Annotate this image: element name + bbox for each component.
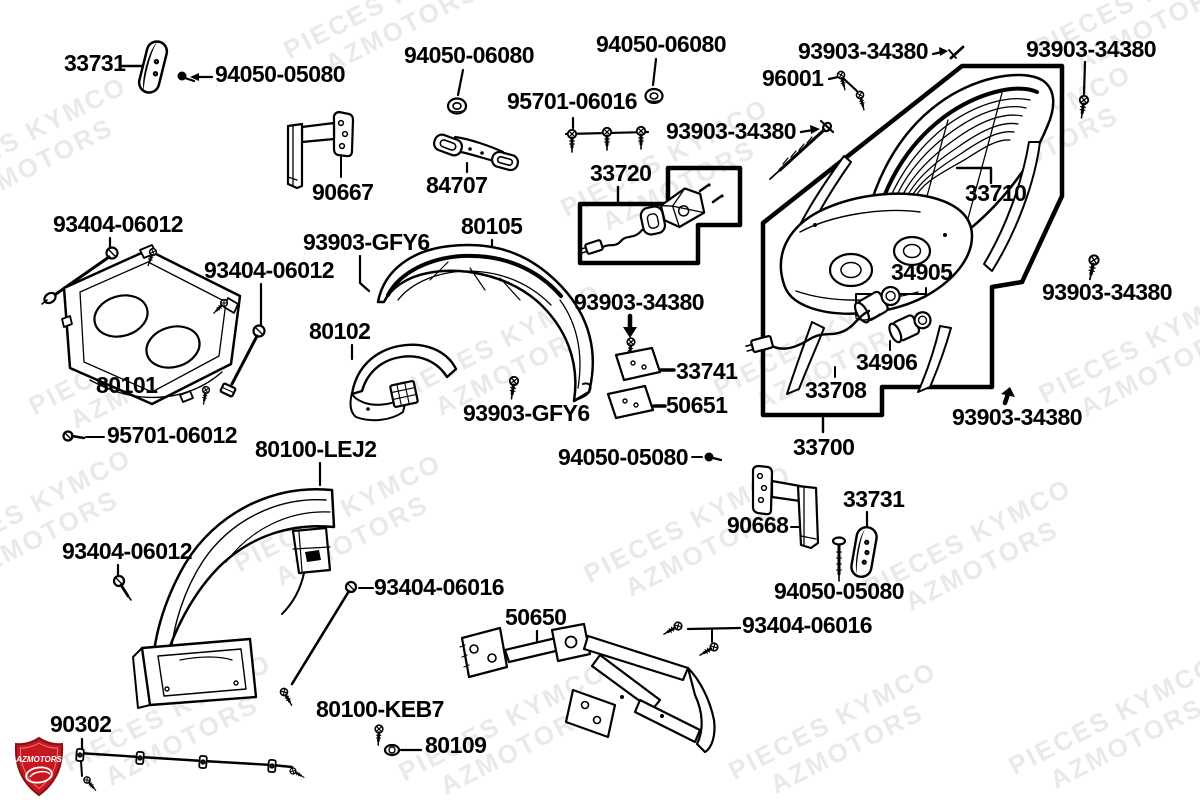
part-label-93903-34380-center: 93903-34380 xyxy=(666,118,797,144)
part-label-90668: 90668 xyxy=(727,512,789,538)
part-label-94050-06080-right: 94050-06080 xyxy=(596,31,727,57)
part-93903-gfy6-upper-leader xyxy=(358,254,371,293)
part-90302-rod xyxy=(75,737,307,794)
part-80102-inner-fender xyxy=(349,343,458,422)
part-34906-bulb-socket xyxy=(888,311,932,351)
part-label-93903-GFY6-lower: 93903-GFY6 xyxy=(463,400,590,426)
part-94050-06080-left-nut xyxy=(446,68,468,115)
part-93903-34380-topright-screw xyxy=(1075,60,1091,120)
part-93903-34380-botright-arrow xyxy=(1001,387,1015,406)
part-label-34906: 34906 xyxy=(856,349,918,375)
part-33731-bottom-reflector xyxy=(850,510,878,578)
part-80109-screw xyxy=(373,723,423,757)
part-label-80100-LEJ2: 80100-LEJ2 xyxy=(255,436,377,462)
part-94050-06080-right-nut xyxy=(644,57,664,105)
part-label-33731-bottom: 33731 xyxy=(843,486,905,512)
part-label-93404-06012-a: 93404-06012 xyxy=(53,211,184,237)
part-90668-bracket xyxy=(751,464,820,550)
part-label-80109: 80109 xyxy=(425,732,487,758)
part-label-93404-06016-mid: 93404-06016 xyxy=(374,574,505,600)
part-label-93404-06012-c: 93404-06012 xyxy=(62,538,193,564)
part-label-90667: 90667 xyxy=(312,179,374,205)
part-label-93903-34380-right: 93903-34380 xyxy=(1042,279,1173,305)
part-label-96001: 96001 xyxy=(762,65,824,91)
part-label-80105: 80105 xyxy=(461,213,523,239)
part-label-33731-top: 33731 xyxy=(64,50,126,76)
part-label-80100-KEB7: 80100-KEB7 xyxy=(316,696,444,722)
part-33720-turn-signal-group xyxy=(577,165,743,266)
part-label-93903-GFY6-upper: 93903-GFY6 xyxy=(303,229,430,255)
part-label-33741: 33741 xyxy=(676,358,738,384)
part-90667-bracket xyxy=(286,110,355,190)
part-93903-34380-center-screw xyxy=(769,119,835,180)
part-label-95701-06016: 95701-06016 xyxy=(507,88,638,114)
part-93903-34380-mid-screw xyxy=(623,313,637,360)
part-80101-panel xyxy=(61,244,242,406)
part-label-80101: 80101 xyxy=(96,372,158,398)
part-label-94050-06080-left: 94050-06080 xyxy=(404,42,535,68)
part-50651-plate xyxy=(606,384,667,420)
part-label-93404-06016-botright: 93404-06016 xyxy=(742,612,873,638)
part-label-33700: 33700 xyxy=(793,434,855,460)
part-label-50650: 50650 xyxy=(505,604,567,630)
part-50650-bracket xyxy=(459,622,716,754)
logo-oval xyxy=(25,766,53,784)
part-label-94050-05080-bottom: 94050-05080 xyxy=(774,578,905,604)
part-93903-34380-right-screw xyxy=(1083,252,1102,282)
part-93903-34380-top-screw xyxy=(931,45,965,60)
part-label-93903-34380-mid: 93903-34380 xyxy=(574,289,705,315)
logo-shield xyxy=(14,736,64,797)
logo-text: AZMOTORS xyxy=(15,755,62,764)
part-label-93903-34380-top: 93903-34380 xyxy=(798,38,929,64)
part-label-93903-34380-topright: 93903-34380 xyxy=(1026,36,1157,62)
part-94050-05080-mid-bolt xyxy=(691,452,723,462)
part-80100-lej2-fender xyxy=(132,461,336,709)
part-96001-bolts xyxy=(827,69,869,112)
logo-swirl xyxy=(29,770,51,778)
part-label-94050-05080-mid: 94050-05080 xyxy=(558,444,689,470)
part-93404-06012-bolt-c xyxy=(112,563,132,601)
part-33708-wire-harness xyxy=(745,309,881,378)
part-94050-05080-top-bolt xyxy=(177,71,214,83)
part-94050-05080-bottom-screw xyxy=(831,536,847,582)
part-label-33710: 33710 xyxy=(965,180,1027,206)
part-label-50651: 50651 xyxy=(666,392,728,418)
part-33741-plate xyxy=(614,346,676,382)
part-95701-06016-bolts xyxy=(564,116,650,154)
part-93404-06016-botright-bolts xyxy=(660,619,742,660)
part-label-90302: 90302 xyxy=(50,711,112,737)
part-93903-gfy6-lower-screw xyxy=(505,374,521,401)
logo-inner-line xyxy=(19,742,59,790)
part-label-84707: 84707 xyxy=(426,172,488,198)
part-33731-top-reflector xyxy=(120,40,169,94)
part-label-93404-06012-b: 93404-06012 xyxy=(204,257,335,283)
part-label-94050-05080-top: 94050-05080 xyxy=(215,61,346,87)
part-33700-tail-light-body xyxy=(779,192,974,315)
part-95701-06012-bolt xyxy=(62,430,105,442)
part-80105-cover xyxy=(376,238,595,403)
part-label-33708: 33708 xyxy=(805,377,867,403)
part-label-95701-06012: 95701-06012 xyxy=(107,422,238,448)
part-label-34905: 34905 xyxy=(891,259,953,285)
part-84707-bracket xyxy=(432,133,520,174)
part-label-93903-34380-botright: 93903-34380 xyxy=(952,404,1083,430)
part-label-80102: 80102 xyxy=(309,318,371,344)
part-93404-06016-mid-bolt xyxy=(277,580,374,709)
part-label-33720: 33720 xyxy=(590,160,652,186)
part-93404-06012-bolt-b xyxy=(219,282,266,398)
azmotors-logo: AZMOTORS xyxy=(14,736,64,797)
